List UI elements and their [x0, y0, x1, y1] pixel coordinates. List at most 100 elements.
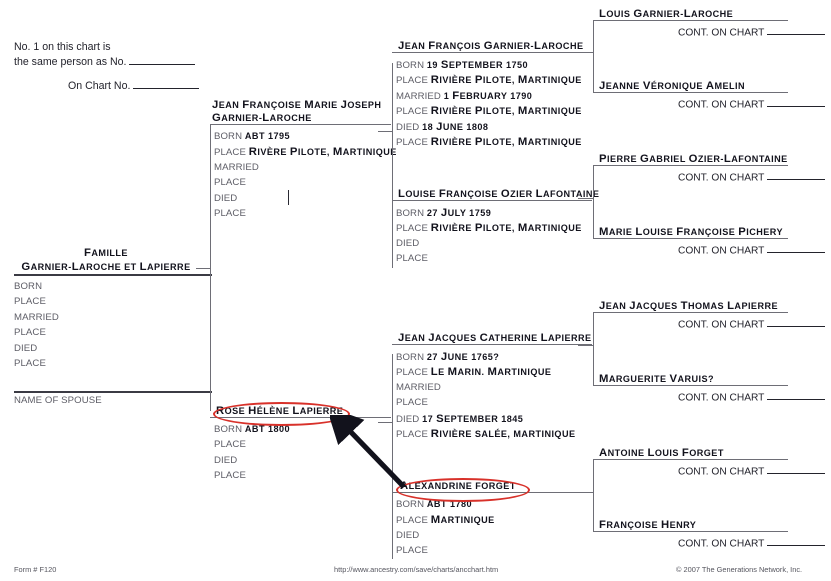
gen3-pgf-field-label: MARRIED — [396, 90, 441, 102]
root-field-row: BORN — [14, 281, 42, 292]
gen4-person-rule — [593, 531, 788, 532]
gen3-mgf-field-label: MARRIED — [396, 381, 441, 393]
gen3-pgf-field-label: DIED — [396, 121, 420, 133]
root-field-row: MARRIED — [14, 312, 59, 323]
root-spouse-label: NAME OF SPOUSE — [14, 395, 102, 406]
gen3-mgm-field-label: BORN — [396, 499, 425, 510]
gen2-father-field-row: DIED — [214, 193, 237, 204]
gen3-pgf-field-value: RIVIÈRE PILOTE, MARTINIQUE — [430, 74, 582, 87]
gen3-pgm-field-row: PLACE RIVIÈRE PILOTE, MARTINIQUE — [396, 222, 582, 234]
same-person-blank[interactable] — [129, 56, 196, 65]
root-field-label: PLACE — [14, 327, 46, 339]
gen3-pgf-field-label: BORN — [396, 60, 425, 71]
gen2-father-field-row: PLACE RIVÈRE PILOTE, MARTINIQUE — [214, 146, 397, 158]
text-cursor — [288, 190, 289, 205]
cont-on-chart-label: CONT. ON CHART — [678, 466, 768, 478]
root-field-label: MARRIED — [14, 311, 59, 323]
gen2-father-field-label: DIED — [214, 192, 238, 204]
gen4-bracket-vertical — [593, 20, 594, 93]
gen3-mgf-field-row: PLACE RIVIÈRE SALÉE, MARTINIQUE — [396, 428, 576, 440]
gen2-father-field-label: PLACE — [214, 208, 246, 219]
gen3-pgm-name: LOUISE FRANÇOISE OZIER LAFONTAINE — [398, 188, 600, 200]
chart-note-line1: No. 1 on this chart is — [14, 41, 111, 53]
cont-on-chart-blank[interactable] — [767, 99, 826, 108]
gen3-mgf-field-row: PLACE LE MARIN. MARTINIQUE — [396, 366, 551, 378]
gen2-father-field-value: ABT 1795 — [244, 131, 290, 141]
gen3-pgf-field-row: BORN 19 SEPTEMBER 1750 — [396, 59, 528, 71]
gen2-mother-field-row: DIED — [214, 455, 237, 466]
gen2-father-name-line2: GARNIER-LAROCHE — [212, 112, 312, 124]
gen4-person-name: JEANNE VÉRONIQUE AMELIN — [599, 80, 746, 92]
cont-on-chart: CONT. ON CHART — [678, 392, 826, 403]
chart-no-blank[interactable] — [133, 80, 200, 89]
gen3-mgf-field-row: BORN 27 JUNE 1765? — [396, 351, 499, 363]
gen3-pgf-field-value: 1 FEBRUARY 1790 — [443, 89, 533, 102]
gen3-top-bracket-vertical — [392, 63, 393, 268]
cont-on-chart-blank[interactable] — [767, 538, 826, 547]
gen3-bottom-bracket-vertical — [392, 354, 393, 559]
gen4-person-name: FRANÇOISE HENRY — [599, 519, 697, 531]
gen3-bottom-bracket-stub — [378, 422, 393, 423]
gen3-mgm-name: ALEXANDRINE FORGET — [400, 480, 516, 492]
gen2-bracket-stub — [196, 268, 211, 269]
cont-on-chart: CONT. ON CHART — [678, 172, 826, 184]
gen2-bracket-vertical — [210, 124, 211, 411]
gen2-mother-field-row: PLACE — [214, 439, 246, 450]
cont-on-chart: CONT. ON CHART — [678, 466, 826, 478]
gen2-father-field-value: RIVÈRE PILOTE, MARTINIQUE — [248, 146, 397, 159]
footer-copyright: © 2007 The Generations Network, Inc. — [676, 565, 803, 574]
footer-form-number: Form # F120 — [14, 565, 57, 574]
root-field-row: PLACE — [14, 327, 46, 338]
root-title: FAMILLE — [84, 247, 128, 259]
root-subtitle: GARNIER-LAROCHE ET LAPIERRE — [21, 261, 191, 273]
gen3-top-bracket-stub — [378, 131, 393, 132]
gen2-mother-name: ROSE HÉLÈNE LAPIERRE — [216, 405, 344, 417]
gen3-pgf-field-value: 18 JUNE 1808 — [422, 120, 489, 133]
gen3-pgf-field-label: PLACE — [396, 75, 428, 87]
cont-on-chart-label: CONT. ON CHART — [678, 245, 768, 257]
gen3-pgm-field-label: BORN — [396, 208, 425, 219]
gen4-bracket-vertical — [593, 312, 594, 385]
cont-on-chart-label: CONT. ON CHART — [678, 27, 768, 39]
gen2-mother-field-label: PLACE — [214, 439, 246, 451]
gen3-mgm-field-label: DIED — [396, 529, 420, 541]
gen3-mgm-field-row: PLACE MARTINIQUE — [396, 514, 495, 526]
gen4-person-name: ANTOINE LOUIS FORGET — [599, 447, 724, 459]
root-field-row: PLACE — [14, 296, 46, 307]
gen3-mgm-rule — [392, 492, 592, 493]
gen3-pgm-field-value: 27 JULY 1759 — [426, 207, 492, 219]
cont-on-chart-blank[interactable] — [767, 27, 826, 36]
gen2-mother-field-row: BORN ABT 1800 — [214, 424, 290, 435]
gen4-person-rule — [593, 238, 788, 239]
root-field-row: PLACE — [14, 358, 46, 369]
gen2-father-rule — [210, 124, 391, 125]
cont-on-chart-blank[interactable] — [767, 319, 826, 328]
cont-on-chart-label: CONT. ON CHART — [678, 172, 768, 184]
gen4-person-name: PIERRE GABRIEL OZIER-LAFONTAINE — [599, 153, 788, 165]
gen3-pgf-field-label: PLACE — [396, 106, 428, 118]
gen3-mgf-rule — [392, 344, 592, 345]
cont-on-chart-blank[interactable] — [767, 466, 826, 475]
gen3-mgm-field-value: ABT 1780 — [426, 499, 472, 509]
gen3-mgf-field-row: PLACE — [396, 397, 428, 408]
footer-url[interactable]: http://www.ancestry.com/save/charts/ancc… — [334, 565, 499, 574]
gen3-pgm-field-label: PLACE — [396, 253, 428, 265]
gen4-person-name: MARGUERITE VARUIS? — [599, 373, 715, 385]
cont-on-chart-blank[interactable] — [767, 245, 826, 254]
root-field-label: PLACE — [14, 358, 46, 369]
chart-note-line2: the same person as No. — [14, 56, 196, 68]
cont-on-chart-label: CONT. ON CHART — [678, 319, 768, 331]
gen3-pgf-field-row: DIED 18 JUNE 1808 — [396, 121, 488, 133]
gen3-mgm-field-value: MARTINIQUE — [430, 514, 495, 527]
gen4-person-rule — [593, 459, 788, 460]
gen3-pgm-field-value: RIVIÈRE PILOTE, MARTINIQUE — [430, 222, 582, 235]
cont-on-chart: CONT. ON CHART — [678, 99, 826, 110]
cont-on-chart-blank[interactable] — [767, 172, 826, 181]
gen2-mother-field-label: DIED — [214, 454, 238, 466]
gen4-bracket-stub — [578, 345, 593, 346]
gen4-person-rule — [593, 92, 788, 93]
gen2-father-field-row: MARRIED — [214, 162, 259, 173]
cont-on-chart-blank[interactable] — [767, 392, 826, 401]
cont-on-chart: CONT. ON CHART — [678, 538, 826, 549]
